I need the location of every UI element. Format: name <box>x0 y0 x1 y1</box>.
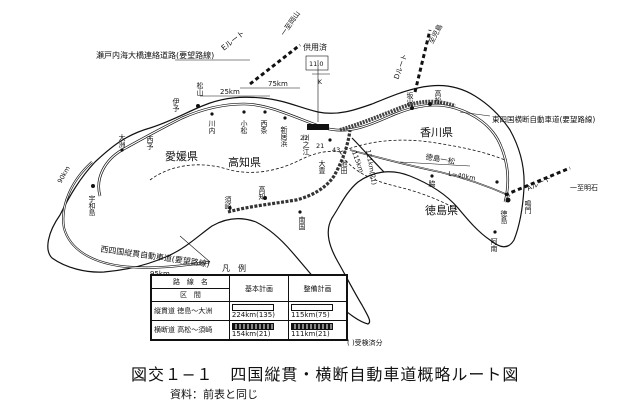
legend-actual: 115km(75) <box>291 311 330 319</box>
pref-tokushima: 徳島県 <box>425 203 458 217</box>
leader-lines <box>175 59 491 263</box>
pref-boundary-ehime-kochi <box>149 150 341 181</box>
label-dist-75: 75km <box>268 80 288 88</box>
city-seiyo: 西予 <box>146 136 154 150</box>
legend-col-actual: 整備計画 <box>288 275 347 302</box>
legend-section: 徳島〜大洲 <box>177 307 213 315</box>
legend-col-section: 区 間 <box>151 288 230 302</box>
city-takamatsu: 高松 <box>434 89 442 105</box>
city-nankoku: 南国 <box>298 215 306 231</box>
pref-kagawa: 香川県 <box>420 126 453 139</box>
bridge-route-a <box>504 166 571 197</box>
legend-plan-swatch <box>231 322 274 330</box>
city-niihama: 新居浜 <box>280 125 288 148</box>
city-odozaki: 大豊 <box>318 159 326 174</box>
label-east-west-road: 東四国横断自動車道(要望路線) <box>492 114 595 124</box>
city-iyo: 伊予 <box>172 97 180 112</box>
label-vertical-111: 111km(21) <box>364 149 378 186</box>
route-west-shikoku-inner <box>62 161 211 269</box>
city-uchiko: 川内 <box>208 120 216 135</box>
city-tokushima: 徳島 <box>500 209 508 225</box>
city-matsuyama: 松山 <box>196 81 204 97</box>
label-e-route: Eルート <box>219 29 246 53</box>
label-small-k: K <box>318 79 323 86</box>
label-e-dest: 一至岡山 <box>279 9 302 37</box>
in-service-segment <box>307 124 329 130</box>
city-uwajima: 宇和島 <box>88 194 96 217</box>
figure-source: 資料：前表と同じ <box>170 388 258 401</box>
pref-ehime: 愛媛県 <box>165 149 198 163</box>
pref-boundary-kochi-tokushima <box>339 151 459 211</box>
label-d-route: Dルート <box>393 53 410 81</box>
label-bridge-road: 瀬戸内海大橋連絡道路(要望路線) <box>96 50 214 60</box>
pref-kochi: 高知県 <box>228 155 261 169</box>
city-mishima: 川之江 <box>302 134 310 156</box>
label-in-service: 供用済 <box>303 42 327 52</box>
legend-plan-swatch <box>231 303 274 311</box>
label-dist-90: 90km <box>56 165 72 185</box>
legend-plan: 154km(21) <box>231 330 271 338</box>
label-dist-43: 43 <box>332 146 340 154</box>
label-dist-25: 25km <box>220 88 240 96</box>
legend-table: 路 線 名 基本計画 整備計画 区 間 縦貫道 徳島〜大洲 224km(135)… <box>150 274 348 341</box>
legend-route: 横断道 <box>154 326 175 334</box>
shikoku-coastline <box>47 84 525 325</box>
label-dist-21: 21 <box>316 142 324 150</box>
city-awa: 脇 <box>428 180 436 188</box>
route-takamatsu-connector <box>351 137 385 173</box>
legend-col-plan: 基本計画 <box>228 275 290 302</box>
legend-actual-swatch <box>291 322 334 330</box>
city-kochi: 高知 <box>258 185 266 201</box>
city-naruto: 鳴門 <box>524 199 532 215</box>
pref-boundary-kagawa-tokushima <box>339 139 506 161</box>
legend-actual: 111km(21) <box>291 330 330 338</box>
city-anan: 阿南 <box>490 237 498 252</box>
label-in-service-val: 11.0 <box>309 60 323 68</box>
city-sakaide: 坂出 <box>406 91 414 107</box>
legend-col-route: 路 線 名 <box>151 275 230 289</box>
city-ikeda: 池田 <box>340 159 348 175</box>
legend-row-jukan: 縦貫道 徳島〜大洲 224km(135) 115km(75) <box>151 301 347 321</box>
bridge-route-d <box>413 29 432 93</box>
figure-caption: 図交１−１ 四国縦貫・横断自動車道概略ルート図 <box>131 365 520 384</box>
legend-plan: 224km(135) <box>231 311 275 319</box>
bridge-route-e <box>249 43 301 86</box>
label-dist-40: L=40km <box>448 170 476 183</box>
city-susaki: 須崎 <box>224 195 232 210</box>
legend-section: 高松〜須崎 <box>177 326 213 334</box>
label-a-dest: 一至明石 <box>570 184 598 192</box>
city-komatsu: 小松 <box>240 119 248 135</box>
in-service-box <box>305 55 329 71</box>
city-ozu: 大洲 <box>118 133 126 148</box>
route-odan-expressway <box>227 129 352 214</box>
legend-title: 凡 例 <box>222 264 246 273</box>
legend-actual-swatch <box>291 303 334 311</box>
legend-route: 縦貫道 <box>154 307 175 315</box>
legend-row-odan: 横断道 高松〜須崎 154km(21) 111km(21) <box>151 320 347 340</box>
route-tokushima-matsuyama-inner <box>349 149 511 197</box>
city-markers <box>91 102 511 234</box>
label-a-route: Aルート <box>526 175 553 193</box>
legend-note: ( )受検済分 <box>347 339 383 347</box>
route-kagawa-segment <box>339 99 456 132</box>
city-saijo: 西条 <box>260 120 268 134</box>
label-dist-22: 22 <box>300 134 308 142</box>
